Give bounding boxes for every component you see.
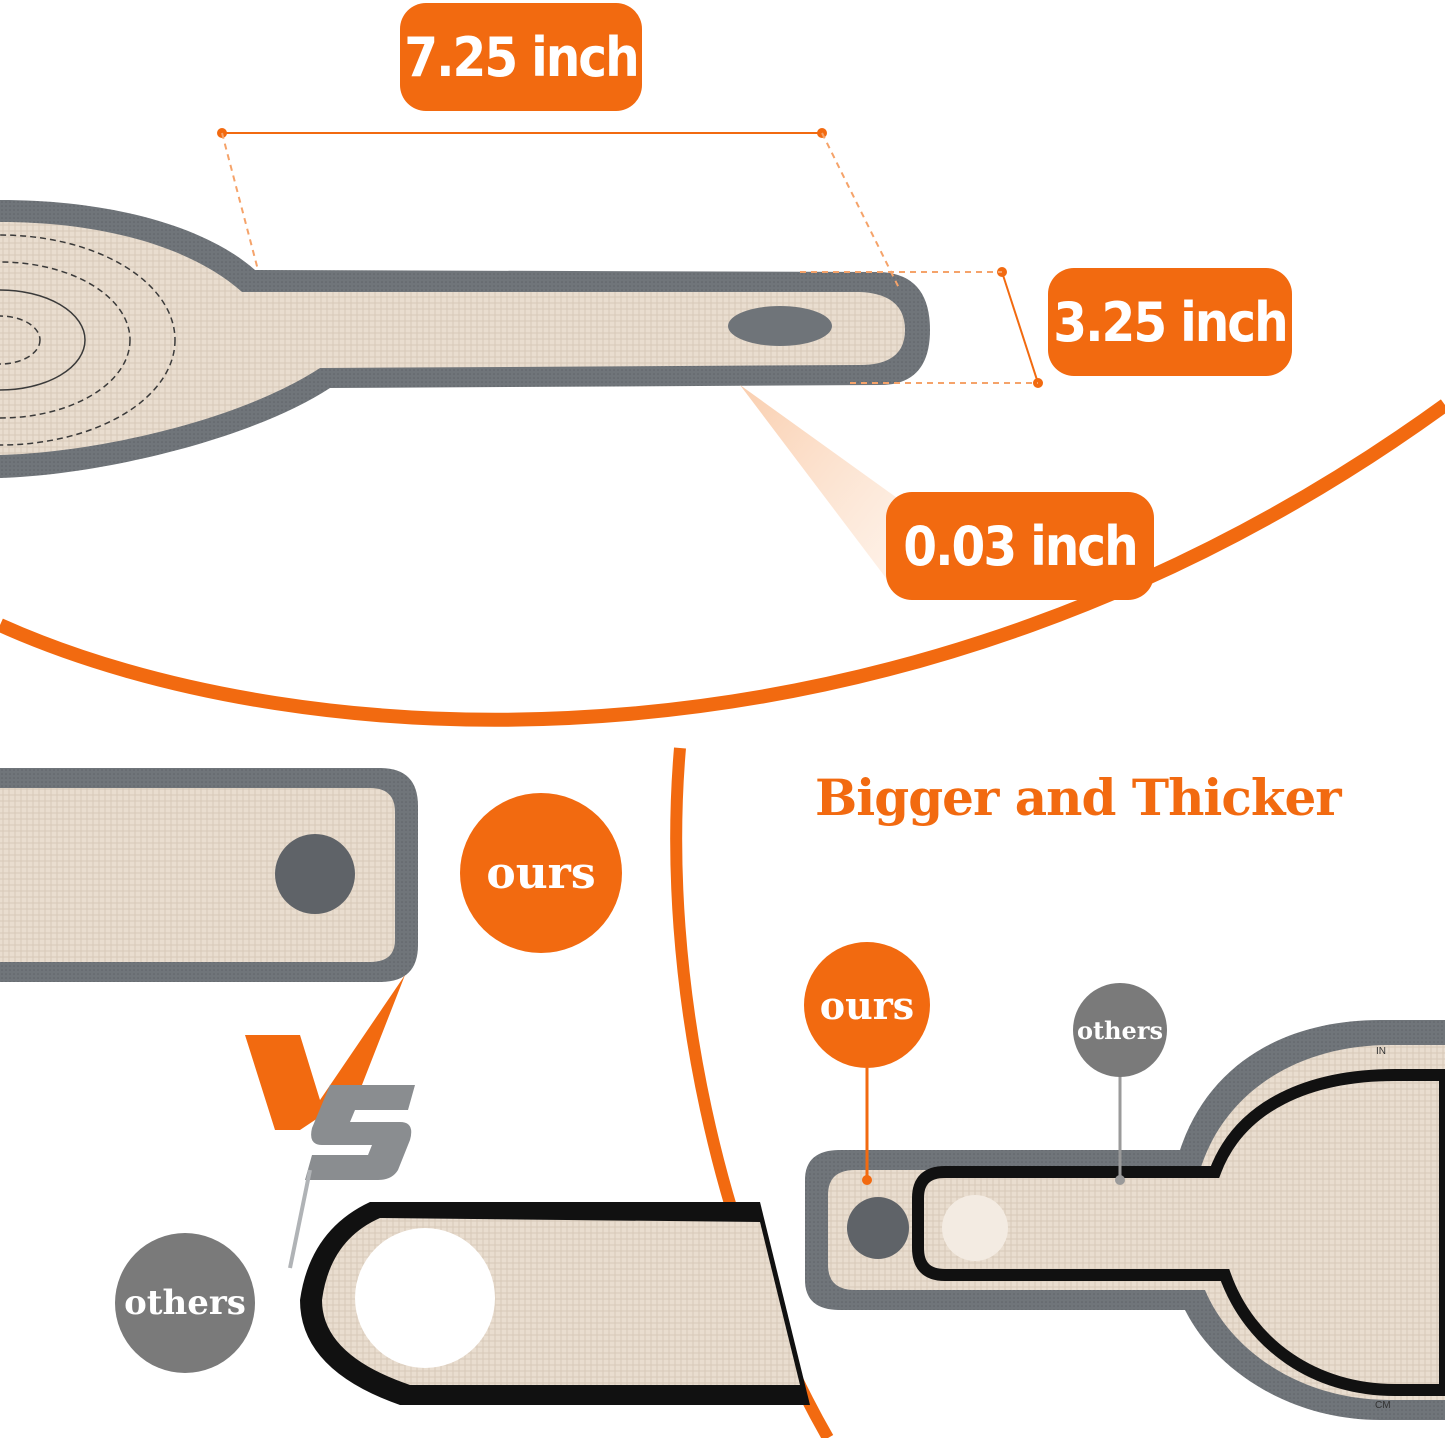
others-mat-closeup bbox=[300, 1202, 810, 1405]
others-hole-icon bbox=[355, 1228, 495, 1368]
overlay-others-hole-icon bbox=[942, 1195, 1008, 1261]
width-label: 3.25 inch bbox=[1048, 268, 1292, 376]
comparison-headline: Bigger and Thicker bbox=[815, 768, 1342, 827]
others-badge: others bbox=[115, 1233, 255, 1373]
overlay-ours-badge: ours bbox=[804, 942, 930, 1068]
thickness-label: 0.03 inch bbox=[886, 492, 1154, 600]
measurement-circles bbox=[0, 234, 176, 446]
length-dimension-line bbox=[217, 128, 901, 291]
vs-mark bbox=[245, 975, 415, 1269]
overlay-comparison bbox=[805, 1020, 1445, 1420]
top-mat bbox=[0, 200, 930, 478]
length-label: 7.25 inch bbox=[400, 3, 642, 111]
ours-hole-icon bbox=[275, 834, 355, 914]
width-dimension-line bbox=[800, 267, 1043, 388]
inch-scale-mark: IN bbox=[1376, 1046, 1386, 1057]
thickness-callout-cone bbox=[740, 385, 900, 590]
top-arc-divider bbox=[0, 399, 1445, 727]
ours-mat-closeup bbox=[0, 768, 418, 982]
ours-badge: ours bbox=[460, 793, 622, 953]
overlay-others-badge: others bbox=[1073, 983, 1167, 1077]
cm-scale-mark: CM bbox=[1375, 1400, 1391, 1411]
overlay-ours-hole-icon bbox=[847, 1197, 909, 1259]
hanging-hole-icon bbox=[728, 306, 832, 346]
